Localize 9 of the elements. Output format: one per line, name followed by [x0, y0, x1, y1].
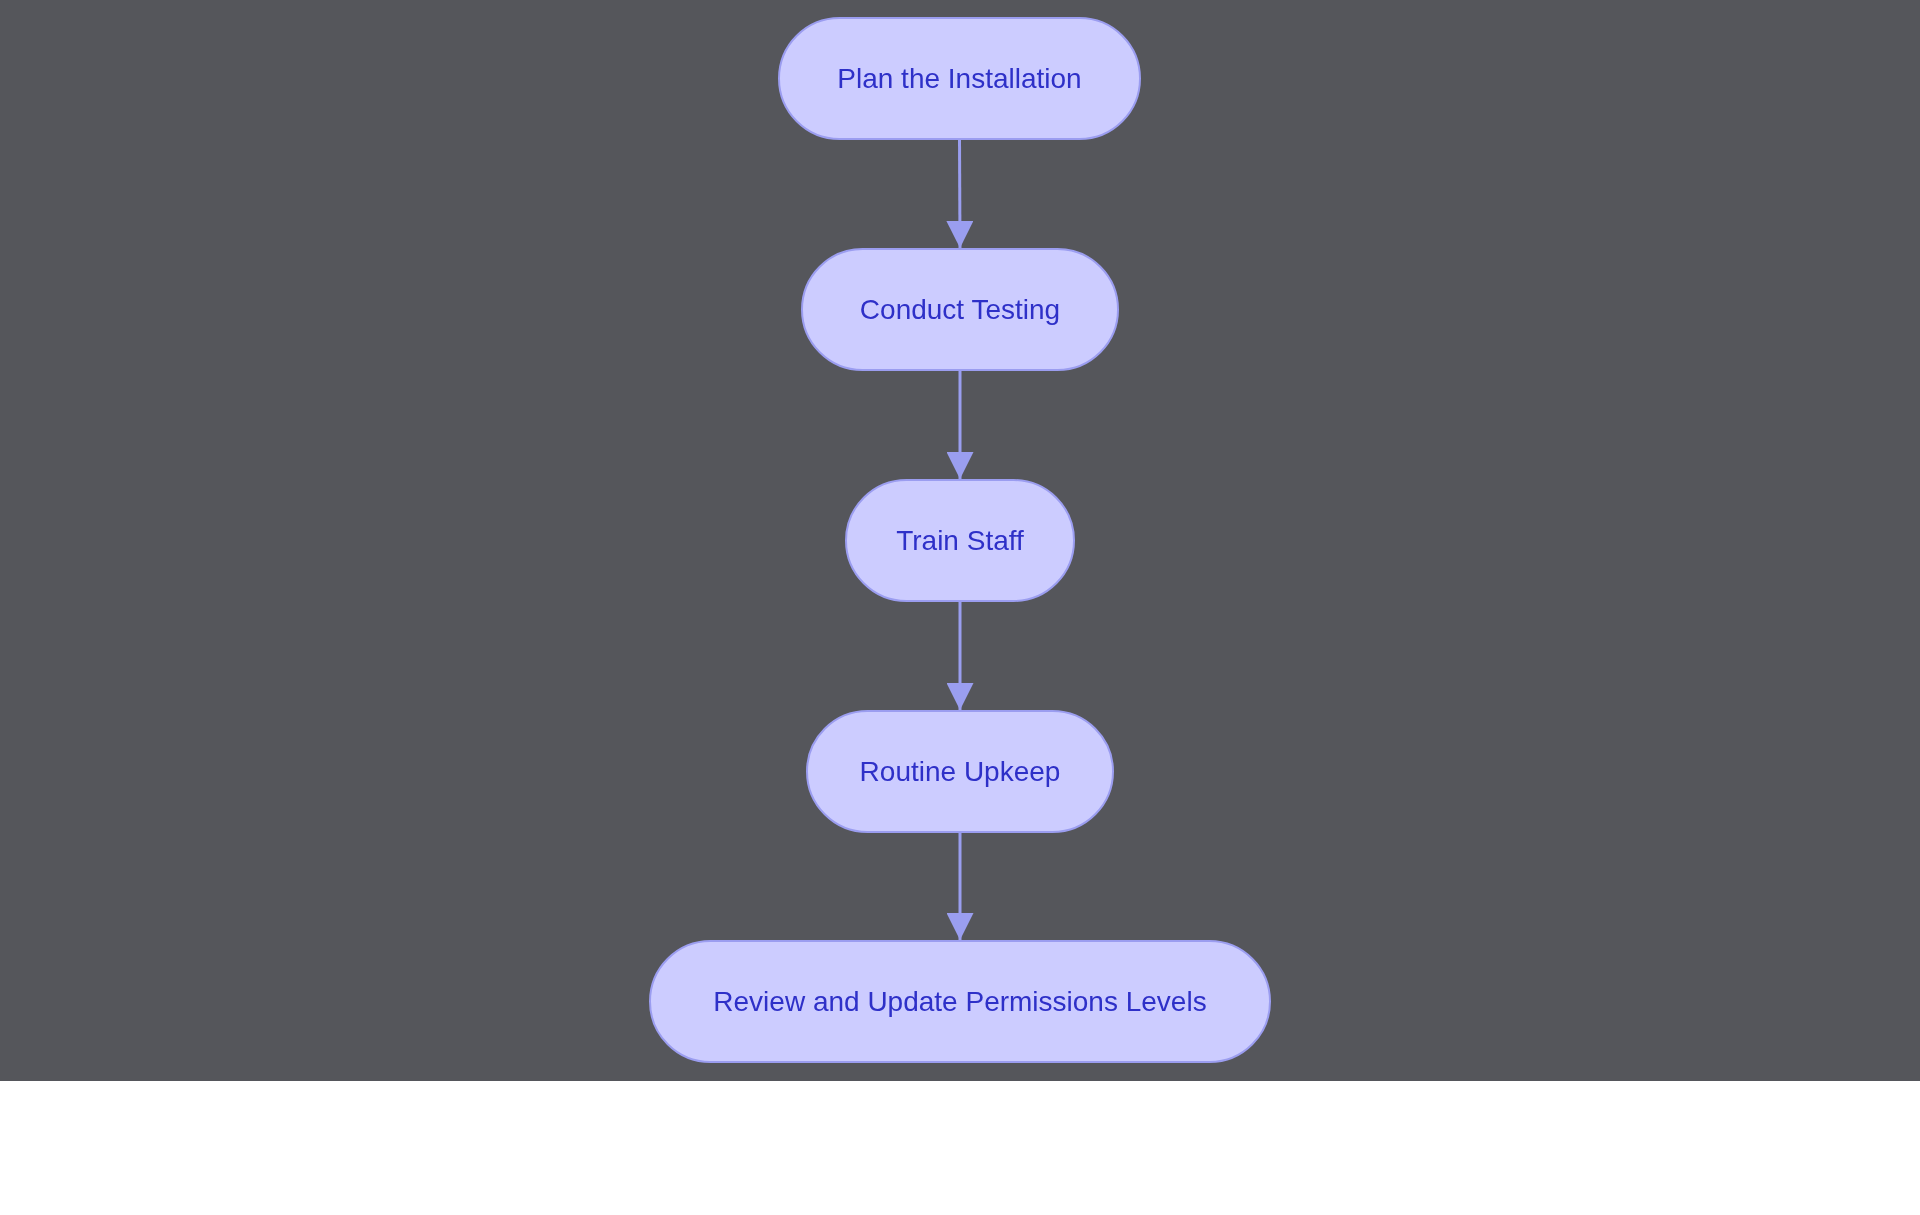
arrow [946, 602, 974, 710]
step-label: Train Staff [896, 524, 1024, 558]
step-label: Review and Update Permissions Levels [713, 985, 1207, 1019]
step-label: Conduct Testing [859, 293, 1061, 327]
step-label: Routine Upkeep [859, 755, 1061, 789]
arrow [946, 140, 974, 248]
arrow [946, 833, 974, 940]
arrow [946, 371, 974, 479]
step-label: Plan the Installation [837, 62, 1082, 96]
